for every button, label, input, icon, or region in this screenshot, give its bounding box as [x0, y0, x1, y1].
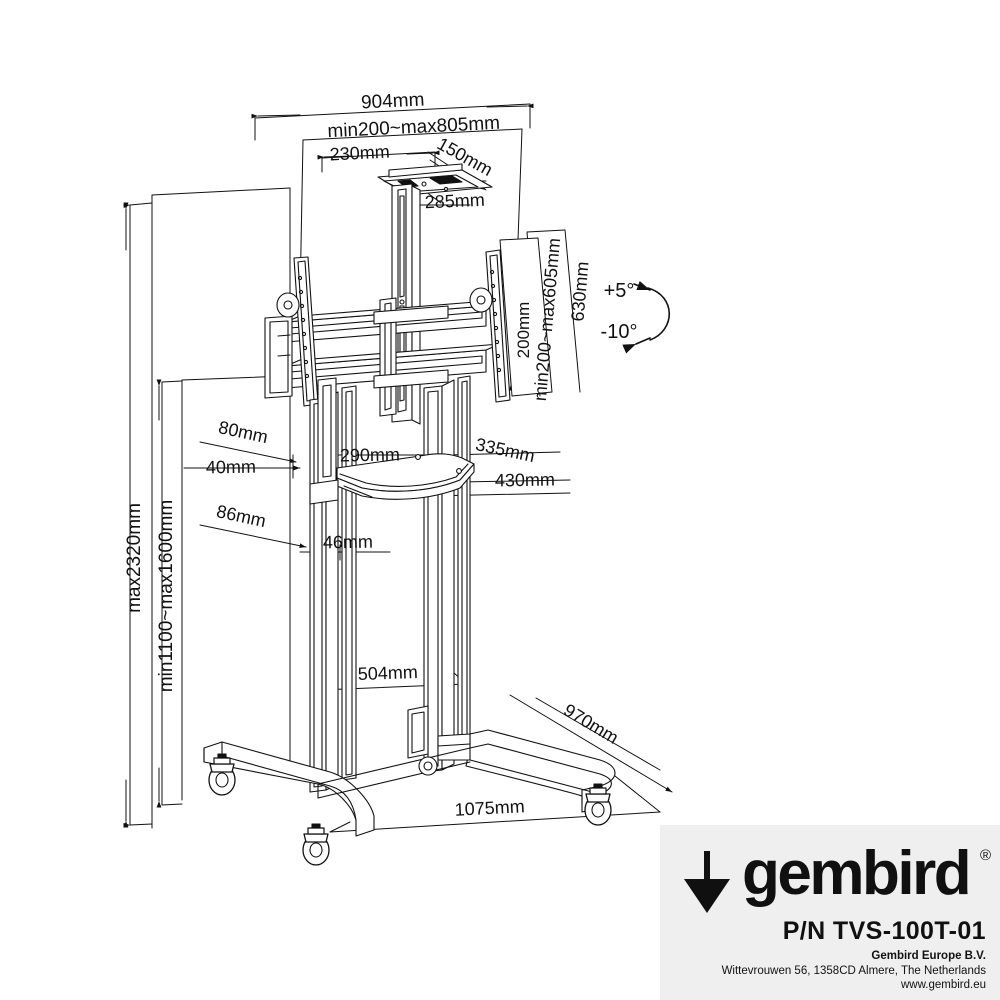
tv-hanger-right [469, 249, 511, 403]
dimension-min1100-max1600 [156, 379, 183, 808]
brand-logo-row: gembird ® [674, 839, 991, 919]
label-630: 630mm [567, 261, 592, 323]
label-904: 904mm [361, 89, 425, 113]
label-335: 335mm [474, 434, 537, 466]
dimension-970 [509, 694, 673, 793]
gembird-arrow-icon [684, 851, 730, 913]
tv-hanger-left [264, 256, 319, 407]
dimension-230 [317, 150, 440, 173]
company-name: Gembird Europe B.V. [871, 950, 986, 962]
label-285: 285mm [424, 190, 485, 213]
dimension-904 [251, 103, 534, 141]
caster-front [302, 823, 330, 866]
av-shelf [336, 453, 475, 500]
dimension-80 [199, 441, 297, 464]
tilt-arc-icon [622, 281, 671, 354]
dimension-86 [199, 524, 307, 549]
label-max2320: max2320mm [124, 503, 145, 613]
column-clamp-bottom [407, 705, 429, 759]
label-86: 86mm [215, 501, 268, 531]
label-46: 46mm [323, 532, 373, 553]
label-230: 230mm [329, 142, 390, 165]
tv-panel-outline [499, 237, 553, 397]
dimension-40 [183, 454, 301, 479]
company-street: Wittevrouwen 56, 1358CD Almere, The Neth… [721, 964, 986, 977]
part-number: P/N TVS-100T-01 [782, 917, 986, 945]
company-address-block: Gembird Europe B.V. Wittevrouwen 56, 135… [660, 949, 986, 993]
slide-plate [317, 377, 337, 485]
label-40: 40mm [206, 457, 256, 478]
reference-plane-wall [151, 187, 291, 829]
label-tilt-down: -10° [601, 321, 638, 343]
company-website[interactable]: www.gembird.eu [900, 979, 986, 991]
label-970: 970mm [560, 700, 622, 748]
label-290: 290mm [340, 444, 400, 465]
column-right-back [457, 375, 471, 761]
label-430: 430mm [495, 469, 555, 490]
base-frame [203, 729, 616, 837]
label-height-range: min1100~max1600mm [156, 500, 177, 692]
dimension-max2320 [123, 202, 153, 828]
brand-panel: gembird ® P/N TVS-100T-01 Gembird Europe… [660, 825, 1000, 1000]
label-80: 80mm [217, 417, 270, 447]
brand-wordmark: gembird [742, 839, 972, 908]
label-1075: 1075mm [454, 796, 525, 820]
caster-center [418, 756, 438, 776]
registered-trademark-icon: ® [980, 847, 992, 864]
label-bracket-span: min200~max805mm [327, 113, 500, 142]
column-clamp-left [309, 479, 339, 505]
label-tilt-up: +5° [604, 280, 635, 302]
label-504: 504mm [357, 662, 418, 684]
tv-bracket-center-rail [373, 297, 449, 417]
label-200: 200mm [514, 302, 533, 359]
